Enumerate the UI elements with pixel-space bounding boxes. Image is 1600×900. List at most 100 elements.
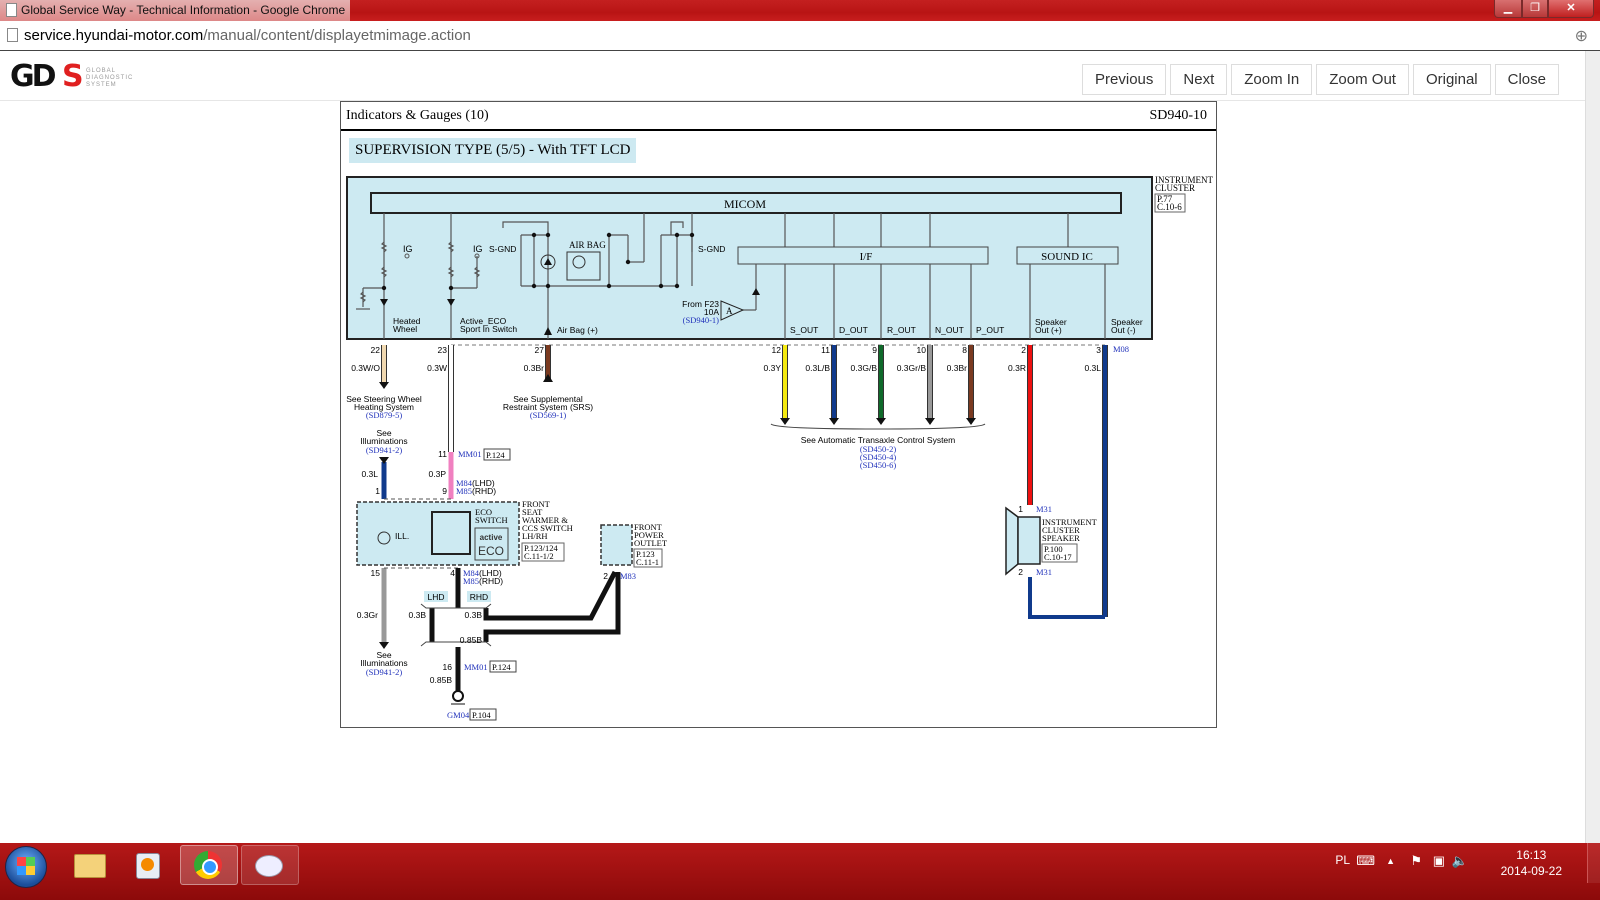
svg-text:Illuminations: Illuminations <box>360 658 407 668</box>
previous-button[interactable]: Previous <box>1082 64 1167 95</box>
show-desktop-button[interactable] <box>1587 843 1600 883</box>
zoom-in-button[interactable]: Zoom In <box>1231 64 1313 95</box>
file-explorer-icon[interactable] <box>62 845 118 883</box>
svg-text:Restraint System (SRS): Restraint System (SRS) <box>503 402 593 412</box>
pin-number: 12 <box>772 345 782 355</box>
svg-text:1: 1 <box>1018 504 1023 514</box>
keyboard-icon[interactable]: ⌨ <box>1356 853 1375 868</box>
svg-text:active: active <box>480 533 503 542</box>
svg-text:Heated: Heated <box>393 316 421 326</box>
pin-number: 8 <box>962 345 967 355</box>
eco-switch-label: ECO SWITCH <box>475 507 508 525</box>
pin-number: 11 <box>821 345 830 355</box>
speaker-label: INSTRUMENT CLUSTER SPEAKER P.100 C.10-17… <box>1018 504 1097 577</box>
url-text[interactable]: service.hyundai-motor.com/manual/content… <box>24 27 471 44</box>
volume-icon[interactable]: 🔈 <box>1451 853 1468 868</box>
pin-number: 9 <box>872 345 877 355</box>
zoom-icon[interactable]: ⊕ <box>1574 28 1588 45</box>
connector-m08: M08 <box>1113 344 1129 354</box>
next-button[interactable]: Next <box>1170 64 1228 95</box>
arrow-down-icon <box>780 418 790 425</box>
illumination-lamp-icon <box>377 531 391 545</box>
paint-icon[interactable] <box>241 845 299 885</box>
active-eco-label: Active_ECO Sport In Switch <box>460 316 517 334</box>
wire-spec: 0.3L/B <box>805 363 830 373</box>
power-outlet-label: FRONT POWER OUTLET P.123 C.11-1 <box>633 522 668 568</box>
svg-text:16: 16 <box>443 662 453 672</box>
clock[interactable]: 16:13 2014-09-22 <box>1501 847 1562 879</box>
browser-tab[interactable]: Global Service Way - Technical Informati… <box>0 0 350 21</box>
svg-text:(SD450-6): (SD450-6) <box>860 460 897 470</box>
logo-mark-s: S <box>62 59 84 94</box>
svg-text:Heating System: Heating System <box>354 402 414 412</box>
sound-ic-label: SOUND IC <box>1041 251 1093 263</box>
svg-text:FRONT: FRONT <box>634 522 663 532</box>
rhd-tag <box>467 591 491 602</box>
micom-label: MICOM <box>724 197 766 211</box>
wire-black-outlet <box>483 572 621 642</box>
svg-text:0.85B: 0.85B <box>460 635 483 645</box>
svg-text:See Automatic Transaxle Contro: See Automatic Transaxle Control System <box>801 435 956 445</box>
svg-text:M84: M84 <box>463 568 480 578</box>
svg-text:See: See <box>376 650 391 660</box>
svg-text:M31: M31 <box>1036 504 1052 514</box>
svg-text:From F23: From F23 <box>682 299 719 309</box>
svg-text:C.11-1/2: C.11-1/2 <box>524 551 554 561</box>
network-icon[interactable]: ▣ <box>1432 853 1445 868</box>
svg-text:See Supplemental: See Supplemental <box>513 394 583 404</box>
svg-text:P.123/124: P.123/124 <box>524 543 559 553</box>
svg-text:Speaker: Speaker <box>1111 317 1143 327</box>
svg-text:MM01: MM01 <box>464 662 488 672</box>
svg-text:0.3P: 0.3P <box>429 469 447 479</box>
media-player-icon[interactable] <box>120 845 176 883</box>
if-label: I/F <box>860 251 873 263</box>
svg-text:(LHD): (LHD) <box>472 478 495 488</box>
svg-text:(SD450-2): (SD450-2) <box>860 444 897 454</box>
led-icon <box>540 254 556 270</box>
svg-text:C.11-1: C.11-1 <box>636 557 659 567</box>
svg-text:9: 9 <box>442 486 447 496</box>
svg-text:(SD879-5): (SD879-5) <box>366 410 403 420</box>
power-outlet-box <box>600 524 633 566</box>
window-titlebar: Global Service Way - Technical Informati… <box>0 0 1600 21</box>
close-button[interactable]: Close <box>1494 64 1559 95</box>
language-indicator[interactable]: PL <box>1335 853 1350 867</box>
svg-text:M84: M84 <box>456 478 473 488</box>
vertical-scrollbar[interactable] <box>1585 51 1600 843</box>
wire-spec: 0.3Br <box>524 363 544 373</box>
action-center-flag-icon[interactable]: ⚑ <box>1410 853 1422 868</box>
show-hidden-icons-icon[interactable]: ▲ <box>1386 856 1395 866</box>
zoom-out-button[interactable]: Zoom Out <box>1316 64 1409 95</box>
amplifier-icon <box>720 300 745 321</box>
svg-text:P.104: P.104 <box>472 710 491 720</box>
seat-warmer-label: FRONT SEAT WARMER & CCS SWITCH LH/RH P.1… <box>521 499 573 562</box>
start-button[interactable] <box>5 846 47 888</box>
chrome-icon[interactable] <box>180 845 238 885</box>
wires <box>379 345 1108 692</box>
minimize-button[interactable]: ▁ <box>1494 0 1522 18</box>
url-host: service.hyundai-motor.com <box>24 27 204 44</box>
svg-text:S_OUT: S_OUT <box>790 325 818 335</box>
maximize-button[interactable]: ❐ <box>1522 0 1548 18</box>
sheet-code: SD940-10 <box>1149 108 1207 123</box>
wire-spec: 0.3G/B <box>851 363 878 373</box>
viewer-toolbar: Previous Next Zoom In Zoom Out Original … <box>1082 64 1559 95</box>
arrow-down-icon <box>966 418 976 425</box>
svg-text:SEAT: SEAT <box>522 507 543 517</box>
svg-text:P.100: P.100 <box>1044 544 1063 554</box>
clock-date: 2014-09-22 <box>1500 864 1562 878</box>
svg-text:(SD940-1): (SD940-1) <box>683 315 720 325</box>
address-bar[interactable]: service.hyundai-motor.com/manual/content… <box>0 21 1600 51</box>
svg-text:(SD569-1): (SD569-1) <box>530 410 567 420</box>
diagram-subtitle: SUPERVISION TYPE (5/5) - With TFT LCD <box>349 138 637 163</box>
close-window-button[interactable]: ✕ <box>1548 0 1594 18</box>
svg-text:P_OUT: P_OUT <box>976 325 1004 335</box>
original-button[interactable]: Original <box>1412 64 1491 95</box>
svg-text:M85: M85 <box>463 576 479 586</box>
arrow-down-icon <box>829 418 839 425</box>
windows-logo-icon <box>17 857 35 875</box>
sheet-title: Indicators & Gauges (10) <box>346 108 489 123</box>
wire-spec: 0.3Br <box>947 363 967 373</box>
sound-ic-block <box>1016 246 1119 265</box>
